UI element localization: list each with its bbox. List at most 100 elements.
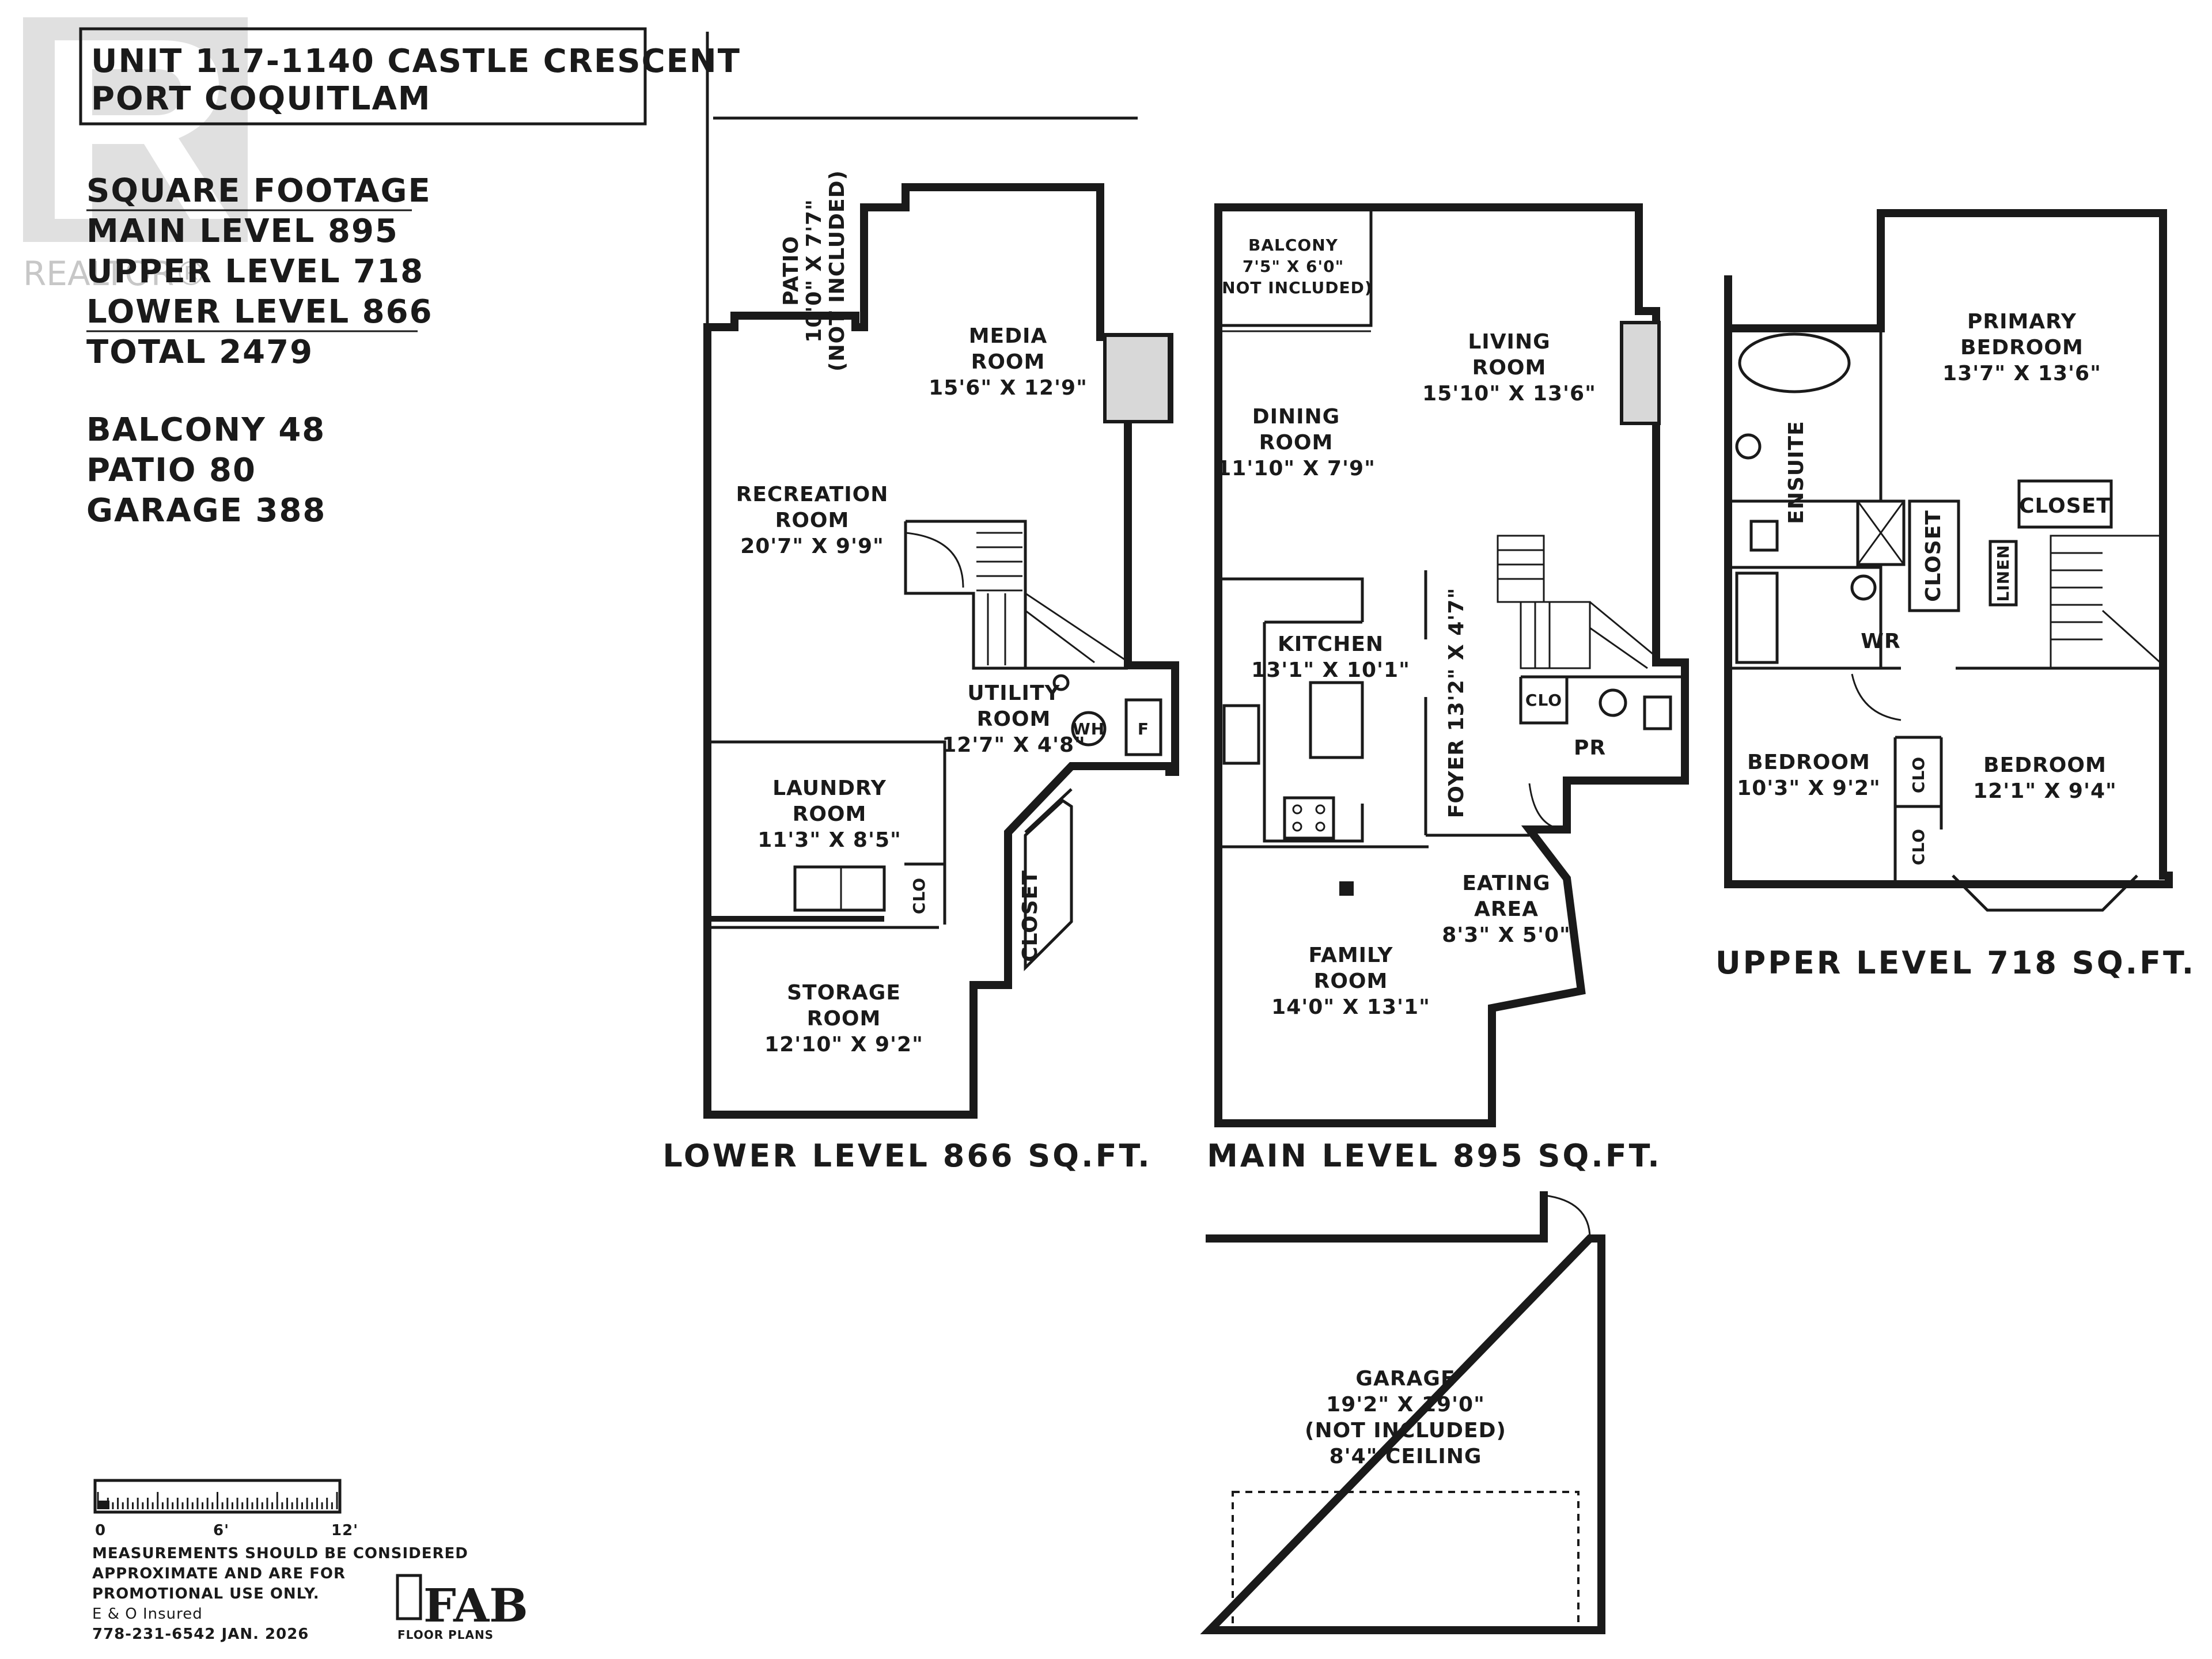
pr-label: PR <box>1574 736 1606 760</box>
utility-room-label: UTILITY <box>967 681 1060 705</box>
primary-bedroom-dims: 13'7" X 13'6" <box>1942 362 2101 385</box>
sqft-lower: LOWER LEVEL 866 <box>86 293 433 331</box>
primary-bedroom-label: PRIMARY <box>1967 310 2077 334</box>
disclaimer-line-2: APPROXIMATE AND ARE FOR <box>92 1565 346 1582</box>
scale-tick-marks <box>97 1492 338 1509</box>
laundry-room-label-2: ROOM <box>793 802 867 826</box>
dining-room-label: DINING <box>1252 405 1340 429</box>
disclaimer: MEASUREMENTS SHOULD BE CONSIDERED APPROX… <box>92 1545 468 1643</box>
recreation-room-dims: 20'7" X 9'9" <box>740 535 884 558</box>
eating-area-dims: 8'3" X 5'0" <box>1442 923 1571 947</box>
main-level-caption: MAIN LEVEL 895 SQ.FT. <box>1207 1138 1662 1174</box>
wr-label: WR <box>1861 630 1900 653</box>
bedroom-1-dims: 10'3" X 9'2" <box>1737 777 1881 800</box>
furnace-icon <box>1124 698 1162 756</box>
address-line-2: PORT COQUITLAM <box>91 80 431 118</box>
lower-level-caption: LOWER LEVEL 866 SQ.FT. <box>662 1138 1152 1174</box>
upper-clo-1-label: CLO <box>1909 756 1928 793</box>
eating-area-label-2: AREA <box>1474 897 1539 921</box>
kitchen-label: KITCHEN <box>1278 632 1384 656</box>
lower-patio-label: PATIO <box>779 236 803 306</box>
square-footage-summary: SQUARE FOOTAGE MAIN LEVEL 895 UPPER LEVE… <box>86 172 433 529</box>
garage-label: GARAGE <box>1355 1367 1455 1391</box>
balcony-note: (NOT INCLUDED) <box>1214 278 1372 297</box>
kitchen-range <box>1283 796 1335 840</box>
storage-room-label-2: ROOM <box>807 1007 881 1031</box>
utility-room-dims: 12'7" X 4'8" <box>942 733 1086 757</box>
balcony-dims: 7'5" X 6'0" <box>1243 257 1344 276</box>
family-room-label: FAMILY <box>1309 944 1393 967</box>
bedroom-2-dims: 12'1" X 9'4" <box>1973 779 2117 803</box>
upper-clo-2-label: CLO <box>1909 828 1928 865</box>
lower-stairs <box>976 532 1130 665</box>
eating-area-label: EATING <box>1462 872 1550 895</box>
upper-stairs <box>2050 535 2161 669</box>
sqft-patio: PATIO 80 <box>86 452 256 489</box>
lower-patio-note: (NOT INCLUDED) <box>825 170 849 372</box>
linen-label: LINEN <box>1994 544 2013 601</box>
ensuite-sink <box>1735 433 1762 460</box>
soaker-tub <box>1738 332 1851 393</box>
disclaimer-line-4: E & O Insured <box>92 1605 203 1623</box>
kitchen-sink <box>1222 704 1260 765</box>
laundry-room-label: LAUNDRY <box>772 777 887 800</box>
primary-closet-label: CLOSET <box>2019 494 2111 518</box>
water-heater-icon <box>1071 711 1107 747</box>
pr-toilet <box>1643 695 1672 730</box>
utility-room-label-2: ROOM <box>977 707 1051 731</box>
lower-level-plan: PATIO 10'0" X 7'7" (NOT INCLUDED) MEDIA … <box>662 32 1179 1174</box>
fab-floor-plans-logo: FAB FLOOR PLANS <box>396 1574 528 1642</box>
garage-plan: GARAGE 19'2" X 19'0" (NOT INCLUDED) 8'4"… <box>1200 1191 1605 1634</box>
media-room-dims: 15'6" X 12'9" <box>929 376 1088 400</box>
bath-sink <box>1850 574 1877 601</box>
dining-room-label-2: ROOM <box>1259 431 1334 454</box>
fab-logo-sub: FLOOR PLANS <box>397 1628 494 1642</box>
sqft-upper: UPPER LEVEL 718 <box>86 253 424 290</box>
bathtub <box>1735 571 1779 664</box>
main-fireplace <box>1620 321 1661 425</box>
main-clo-label: CLO <box>1525 691 1562 710</box>
garage-dims: 19'2" X 19'0" <box>1326 1393 1485 1416</box>
ensuite-shower <box>1856 499 1906 566</box>
pr-sink <box>1599 688 1627 717</box>
balcony-label: BALCONY <box>1248 236 1338 255</box>
realtor-watermark-text: REALTOR® <box>23 254 207 293</box>
media-room-label: MEDIA <box>969 324 1048 348</box>
upper-level-plan: PRIMARY BEDROOM 13'7" X 13'6" ENSUITE CL… <box>1715 209 2196 981</box>
ensuite-toilet <box>1749 520 1779 552</box>
fab-logo-mark: FAB <box>423 1578 528 1633</box>
wh-label: WH <box>1073 719 1105 738</box>
media-room-label-2: ROOM <box>971 350 1046 374</box>
lower-fireplace <box>1103 334 1171 423</box>
storage-room-dims: 12'10" X 9'2" <box>764 1033 923 1056</box>
scale-tick-6: 6' <box>213 1522 229 1539</box>
furnace-label: F <box>1138 719 1149 738</box>
garage-ceiling: 8'4" CEILING <box>1330 1445 1482 1468</box>
garage-note: (NOT INCLUDED) <box>1305 1419 1506 1442</box>
recreation-room-label-2: ROOM <box>775 509 850 532</box>
scale-tick-0: 0 <box>95 1522 106 1539</box>
sqft-garage: GARAGE 388 <box>86 492 326 529</box>
bedroom-2-label: BEDROOM <box>1983 753 2107 777</box>
main-stairs <box>1497 535 1657 669</box>
scale-tick-12: 12' <box>331 1522 358 1539</box>
sqft-main: MAIN LEVEL 895 <box>86 213 399 250</box>
primary-bedroom-label-2: BEDROOM <box>1960 336 2084 359</box>
upper-level-caption: UPPER LEVEL 718 SQ.FT. <box>1715 945 2196 981</box>
living-room-label: LIVING <box>1468 330 1550 354</box>
dining-room-dims: 11'10" X 7'9" <box>1217 457 1376 480</box>
foyer-label: FOYER 13'2" X 4'7" <box>1445 588 1468 818</box>
disclaimer-line-3: PROMOTIONAL USE ONLY. <box>92 1585 320 1603</box>
storage-room-label: STORAGE <box>787 981 901 1005</box>
lower-closet-label: CLOSET <box>1018 870 1042 962</box>
lower-patio-dims: 10'0" X 7'7" <box>802 199 826 343</box>
laundry-room-dims: 11'3" X 8'5" <box>757 828 902 852</box>
scale-bar: 0 6' 12' <box>93 1479 358 1539</box>
address-header: UNIT 117-1140 CASTLE CRESCENT PORT COQUI… <box>79 27 740 126</box>
post-marker <box>1339 881 1354 896</box>
disclaimer-line-5: 778-231-6542 JAN. 2026 <box>92 1626 309 1643</box>
sqft-balcony: BALCONY 48 <box>86 411 325 449</box>
lower-clo-label: CLO <box>910 877 929 914</box>
family-room-dims: 14'0" X 13'1" <box>1271 995 1430 1019</box>
